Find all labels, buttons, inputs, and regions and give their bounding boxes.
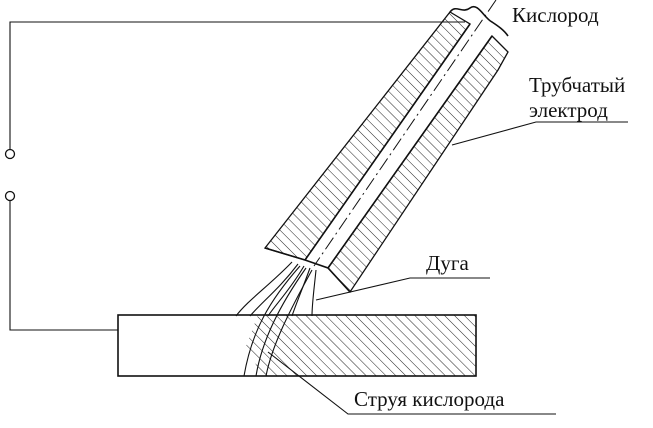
- label-oxygen-jet: Струя кислорода: [354, 387, 505, 411]
- tubular-electrode: [263, 0, 509, 294]
- label-arc: Дуга: [426, 251, 469, 275]
- label-oxygen: Кислород: [512, 3, 599, 27]
- circuit-wire: [4, 21, 465, 331]
- leader-lines: [267, 121, 628, 415]
- label-electrode-line1: Трубчатый: [529, 73, 625, 97]
- workpiece-plate: [117, 314, 477, 377]
- label-electrode-line2: электрод: [529, 98, 608, 122]
- arc-streams: [235, 261, 317, 377]
